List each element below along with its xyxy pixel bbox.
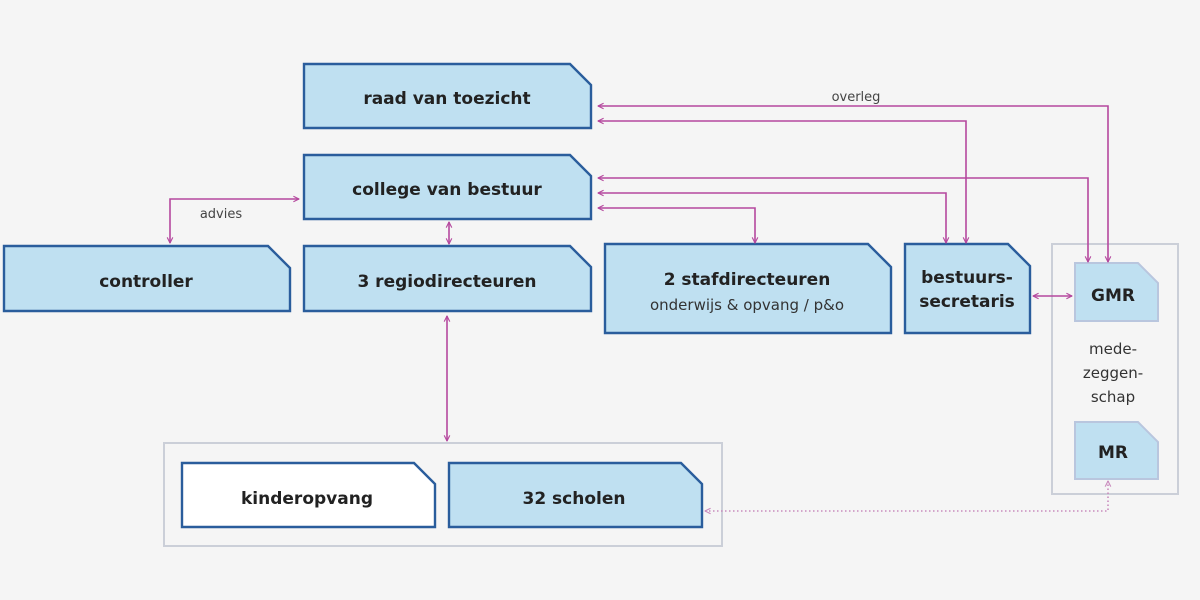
medezeggenschap-line3: schap	[1091, 388, 1135, 406]
box-stafdirecteuren[interactable]: 2 stafdirecteuren onderwijs & opvang / p…	[603, 242, 893, 335]
staf-title: 2 stafdirecteuren	[664, 270, 831, 290]
participation-group-frame	[1051, 243, 1179, 495]
scholen-label: 32 scholen	[522, 489, 625, 509]
box-raad-van-toezicht[interactable]: raad van toezicht	[302, 62, 593, 130]
medezeggenschap-line2: zeggen-	[1083, 364, 1143, 382]
box-regiodirecteuren[interactable]: 3 regiodirecteuren	[302, 244, 593, 313]
secretaris-line1: bestuurs-	[921, 268, 1013, 288]
box-controller[interactable]: controller	[2, 244, 292, 313]
college-label: college van bestuur	[352, 180, 542, 200]
box-kinderopvang[interactable]: kinderopvang	[180, 461, 437, 529]
box-mr[interactable]: MR	[1074, 421, 1159, 480]
kinderopvang-label: kinderopvang	[241, 489, 373, 509]
regio-label: 3 regiodirecteuren	[357, 272, 536, 292]
box-gmr[interactable]: GMR	[1074, 262, 1159, 322]
advies-label: advies	[200, 207, 243, 222]
mr-label: MR	[1098, 443, 1128, 463]
connector-college-controller	[170, 199, 299, 243]
connector-raad-gmr	[598, 106, 1108, 262]
secretaris-line2: secretaris	[919, 292, 1015, 312]
connector-college-staf	[598, 208, 755, 243]
connector-college-secretaris	[598, 193, 946, 243]
box-bestuurssecretaris[interactable]: bestuurs- secretaris	[903, 242, 1032, 335]
box-college-van-bestuur[interactable]: college van bestuur	[302, 153, 593, 221]
medezeggenschap-line1: mede-	[1089, 340, 1137, 358]
controller-label: controller	[99, 272, 193, 292]
connector-raad-secretaris	[598, 121, 966, 243]
overleg-label: overleg	[832, 90, 881, 105]
gmr-label: GMR	[1091, 286, 1135, 306]
box-scholen[interactable]: 32 scholen	[447, 461, 704, 529]
connector-scholen-mr	[705, 481, 1108, 511]
staf-subtitle: onderwijs & opvang / p&o	[650, 296, 844, 314]
raad-label: raad van toezicht	[363, 89, 530, 109]
connector-college-gmr	[598, 178, 1088, 262]
